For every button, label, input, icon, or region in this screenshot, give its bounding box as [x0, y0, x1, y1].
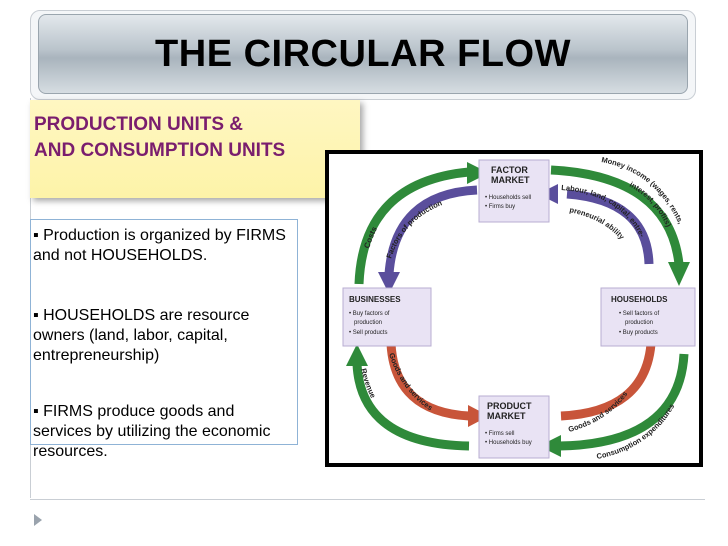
diagram-svg: FACTOR MARKET • Households sell • Firms … [342, 155, 696, 461]
heading-line-2: AND CONSUMPTION UNITS [34, 140, 286, 161]
households-item-1: • Sell factors of [619, 311, 659, 317]
households-item-2: production [625, 320, 653, 326]
slide-bottom-line [30, 499, 705, 500]
bullet-production: ▪ Production is organized by FIRMS and n… [33, 227, 286, 264]
title-bar: THE CIRCULAR FLOW [38, 14, 688, 94]
households-item-3: • Buy products [619, 330, 658, 336]
factor-market-title-1: FACTOR [491, 165, 528, 175]
goods-right-arrow [560, 343, 656, 421]
product-market-title-2: MARKET [487, 411, 526, 421]
consumption-arrow [558, 353, 689, 451]
product-market-item-2: • Households buy [485, 440, 532, 446]
costs-arrow [354, 167, 470, 285]
income-arrowhead [668, 262, 690, 286]
costs-arrowhead [467, 162, 489, 184]
circular-flow-diagram: FACTOR MARKET • Households sell • Firms … [325, 150, 703, 467]
heading-line-1: PRODUCTION UNITS & [34, 114, 243, 135]
factor-market-item-2: • Firms buy [485, 204, 515, 210]
households-title: HOUSEHOLDS [611, 295, 668, 304]
bullet-households: ▪ HOUSEHOLDS are resource owners (land, … [33, 307, 250, 364]
revenue-arrowhead [346, 344, 368, 366]
goods-left-arrow [386, 343, 470, 421]
factor-market-title-2: MARKET [491, 175, 530, 185]
goods-left-label: Goods and services [387, 352, 434, 412]
businesses-item-3: • Sell products [349, 330, 387, 336]
factors-arrowhead [378, 272, 400, 294]
slide-title: THE CIRCULAR FLOW [155, 32, 571, 75]
businesses-item-2: production [354, 320, 382, 326]
bullet-firms: ▪ FIRMS produce goods and services by ut… [33, 403, 271, 460]
businesses-item-1: • Buy factors of [349, 311, 390, 317]
revenue-arrow [352, 363, 470, 451]
factor-market-item-1: • Households sell [485, 195, 531, 201]
heading-box: PRODUCTION UNITS & AND CONSUMPTION UNITS [30, 100, 360, 198]
factor-market-card [478, 159, 550, 223]
labour-arrow [566, 189, 654, 265]
consumption-arrowhead [539, 435, 561, 457]
factors-arrow [384, 185, 478, 275]
households-card [600, 287, 696, 347]
product-market-item-1: • Firms sell [485, 431, 514, 437]
product-market-card [478, 395, 550, 459]
income-arrow [550, 165, 684, 265]
businesses-title: BUSINESSES [349, 295, 401, 304]
product-market-title-1: PRODUCT [487, 401, 532, 411]
businesses-card [342, 287, 432, 347]
bullet-list: ▪ Production is organized by FIRMS and n… [30, 219, 298, 460]
slide-nav-arrow-icon [34, 514, 42, 526]
